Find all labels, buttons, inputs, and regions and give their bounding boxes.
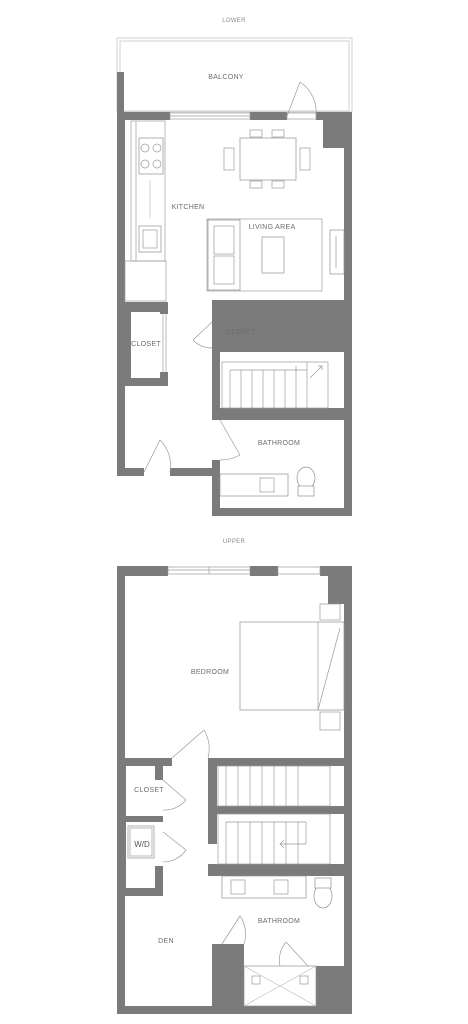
room-label-living-area: LIVING AREA [249,224,296,231]
upper-floor: UPPER [117,539,352,1014]
upper-windows [167,566,321,575]
lower-bathroom-fixtures [219,419,316,497]
coffee-table [261,236,285,274]
sofa [207,219,241,291]
balcony-door [286,81,317,117]
room-label-upper-closet: CLOSET [134,787,164,794]
upper-walls [117,566,352,1014]
closet-left [162,314,167,372]
room-label-lower-bathroom: BATHROOM [258,440,300,447]
washer-dryer [127,825,187,863]
cooktop [138,137,164,175]
lower-floor: LOWER [116,18,353,516]
room-label-upper-bathroom: BATHROOM [258,918,300,925]
bedroom-door [171,729,210,759]
label-washer-dryer: W/D [134,840,150,849]
nightstand [319,603,341,621]
lower-stairs [221,361,329,409]
upper-stairs [217,765,331,865]
closet-right-door [192,321,213,349]
bed [239,603,345,731]
upper-bathroom-fixtures [221,875,333,1007]
kitchen-sink [138,225,162,253]
lower-walls [117,72,352,516]
double-vanity [221,875,307,899]
nightstand [319,711,341,731]
room-label-closet-right: CLOSET [226,329,256,336]
upper-closet-door [162,779,187,811]
room-label-kitchen: KITCHEN [172,204,205,211]
dining-table [223,129,311,189]
room-label-balcony: BALCONY [208,74,244,81]
living-furniture [206,218,345,292]
room-label-den: DEN [158,938,174,945]
kitchen-counter [124,120,167,302]
entry-door [143,439,171,473]
vanity [219,473,289,497]
lower-floor-title: LOWER [222,18,246,24]
tv-console [329,229,345,275]
lower-windows [169,112,317,120]
room-label-closet-left: CLOSET [131,341,161,348]
room-label-bedroom: BEDROOM [191,669,229,676]
upper-floor-title: UPPER [223,539,246,545]
